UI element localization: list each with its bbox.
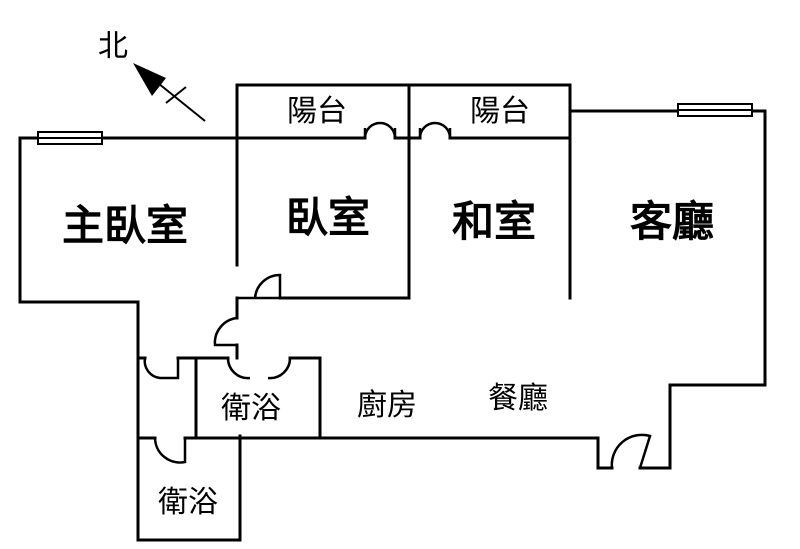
room-label-living-room: 客廳 (630, 198, 714, 245)
room-label-bathroom-1: 衛浴 (221, 392, 281, 425)
room-label-balcony-2: 陽台 (470, 95, 530, 128)
room-label-bathroom-2: 衛浴 (158, 486, 218, 519)
walls (18, 83, 767, 542)
windows (37, 103, 753, 145)
room-label-dining-room: 餐廳 (488, 382, 548, 415)
room-label-master-bedroom: 主臥室 (62, 202, 188, 249)
north-arrow-icon (133, 63, 206, 122)
room-label-bedroom: 臥室 (286, 194, 370, 241)
room-label-balcony-1: 陽台 (287, 95, 347, 128)
door-swings (143, 121, 652, 469)
room-label-japanese-room: 和室 (452, 198, 536, 245)
room-label-kitchen: 廚房 (357, 389, 417, 422)
compass-label: 北 (98, 30, 128, 63)
